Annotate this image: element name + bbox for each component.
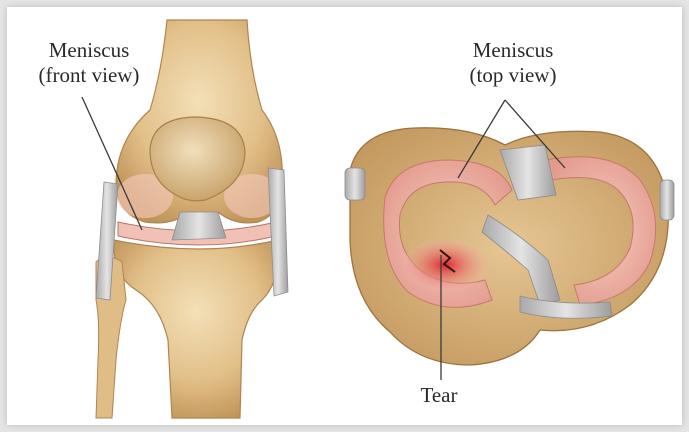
cruciate-ligaments [172, 212, 226, 240]
front-view-label-line2: (front view) [14, 63, 164, 88]
front-view-label-line1: Meniscus [14, 38, 164, 63]
tear-label: Tear [404, 383, 474, 408]
medial-ligament-stub [345, 168, 365, 200]
top-view-label-line2: (top view) [438, 63, 588, 88]
tibia [114, 240, 279, 418]
top-view-label-line1: Meniscus [438, 38, 588, 63]
top-view-label: Meniscus (top view) [438, 38, 588, 88]
top-view-plateau [345, 100, 674, 380]
front-view-label: Meniscus (front view) [14, 38, 164, 88]
lateral-ligament-stub [660, 180, 674, 220]
